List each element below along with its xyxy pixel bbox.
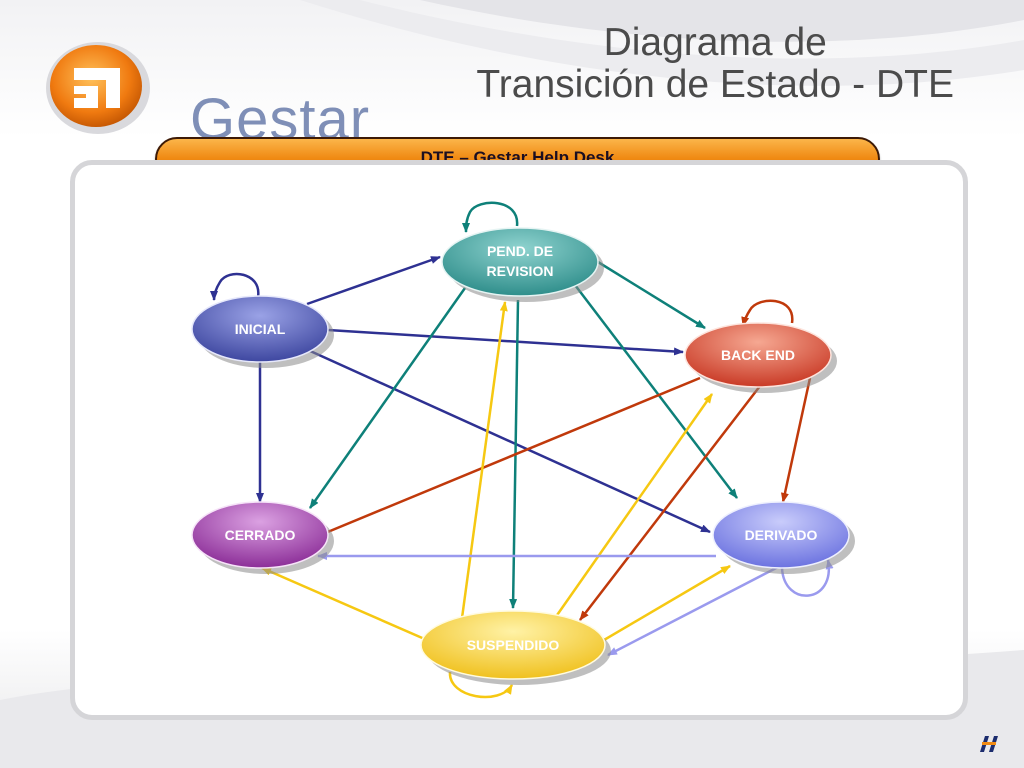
edge-inicial-backend (327, 328, 684, 356)
edges-from-suspendido (261, 301, 731, 699)
state-inicial[interactable]: INICIAL (191, 295, 334, 368)
state-pend-line2: REVISION (487, 263, 554, 279)
state-pend-line1: PEND. DE (487, 243, 553, 259)
title-line-2: Transición de Estado - DTE (476, 63, 954, 106)
state-backend-label: BACK END (721, 347, 795, 363)
edge-backend-suspendido (579, 385, 761, 621)
gestar-logo-icon (46, 42, 150, 134)
edge-pend-derivado (574, 284, 738, 499)
edge-derivado-suspendido (607, 564, 781, 657)
loop-backend (741, 299, 794, 327)
edges-from-backend (317, 299, 812, 621)
state-inicial-label: INICIAL (235, 321, 286, 337)
loop-suspendido (448, 671, 514, 699)
edge-pend-cerrado (308, 287, 467, 509)
edge-backend-cerrado (317, 376, 701, 538)
loop-derivado (780, 559, 834, 597)
loop-inicial (210, 272, 260, 301)
edge-pend-backend (597, 260, 706, 330)
state-back-end[interactable]: BACK END (684, 322, 837, 393)
edge-suspendido-cerrado (261, 566, 437, 646)
brand-mark-icon (980, 736, 998, 752)
state-derivado-label: DERIVADO (745, 527, 818, 543)
edge-backend-derivado (781, 377, 812, 503)
state-suspendido[interactable]: SUSPENDIDO (420, 610, 611, 685)
edge-suspendido-pend (460, 301, 508, 619)
edge-inicial-derivado (307, 348, 711, 534)
edge-suspendido-backend (546, 393, 714, 629)
state-cerrado-label: CERRADO (225, 527, 296, 543)
state-suspendido-label: SUSPENDIDO (467, 637, 560, 653)
page-title: Diagrama de Transición de Estado - DTE (476, 22, 954, 106)
edge-suspendido-derivado (603, 564, 731, 642)
loop-pend (462, 201, 519, 233)
state-pend-de-revision[interactable]: PEND. DE REVISION (441, 227, 604, 302)
state-cerrado[interactable]: CERRADO (191, 501, 334, 574)
state-derivado[interactable]: DERIVADO (712, 501, 855, 574)
title-line-1: Diagrama de (603, 21, 827, 64)
edges-from-derivado (317, 552, 834, 657)
edge-inicial-pend (306, 255, 441, 306)
